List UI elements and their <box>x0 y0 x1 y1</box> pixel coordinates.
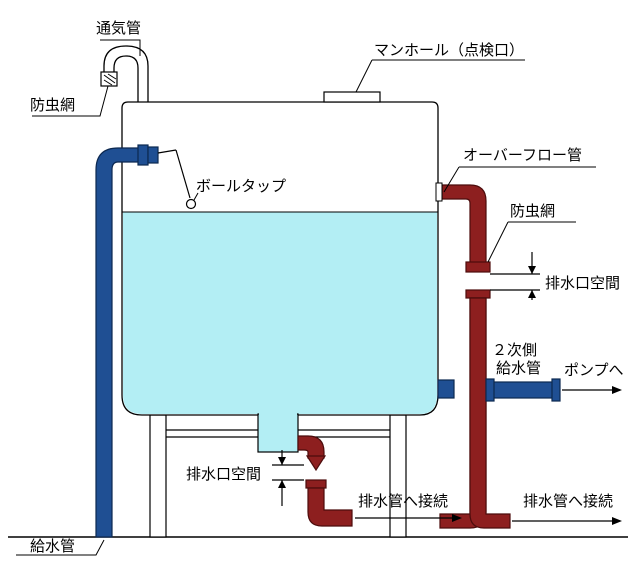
overflow-pipe <box>437 184 511 529</box>
supply-pipe <box>95 144 159 538</box>
support-stand <box>149 414 407 538</box>
to-drain-mid-label: 排水管へ接続 <box>358 492 448 510</box>
supply-pipe-label: 給水管 <box>30 537 75 555</box>
vent-pipe-label: 通気管 <box>96 19 141 37</box>
drain-gap-right-marker <box>490 252 540 300</box>
ball-tap-label: ボールタップ <box>196 177 286 195</box>
manhole-label: マンホール（点検口） <box>374 41 524 59</box>
vent-pipe <box>100 45 149 102</box>
arrows <box>355 386 622 525</box>
water <box>123 212 437 414</box>
drain-gap-bottom-label: 排水口空間 <box>186 465 261 483</box>
secondary-supply-pipe-label: 給水管 <box>496 359 541 377</box>
insect-screen-top-label: 防虫網 <box>30 96 75 114</box>
secondary-side-label: ２次側 <box>492 341 537 359</box>
to-drain-right-label: 排水管へ接続 <box>523 492 613 510</box>
drain-pipe <box>297 435 353 527</box>
drain-gap-right-label: 排水口空間 <box>545 274 620 292</box>
ball-tap <box>157 149 197 210</box>
manhole <box>323 91 381 103</box>
to-pump-label: ポンプへ <box>564 361 624 379</box>
tank-sump <box>257 413 299 453</box>
secondary-supply-pipe <box>437 378 561 402</box>
overflow-pipe-label: オーバーフロー管 <box>463 146 582 164</box>
drain-gap-bottom-marker <box>272 450 304 506</box>
leader-lines <box>16 39 596 556</box>
insect-screen-right-label: 防虫網 <box>510 202 555 220</box>
